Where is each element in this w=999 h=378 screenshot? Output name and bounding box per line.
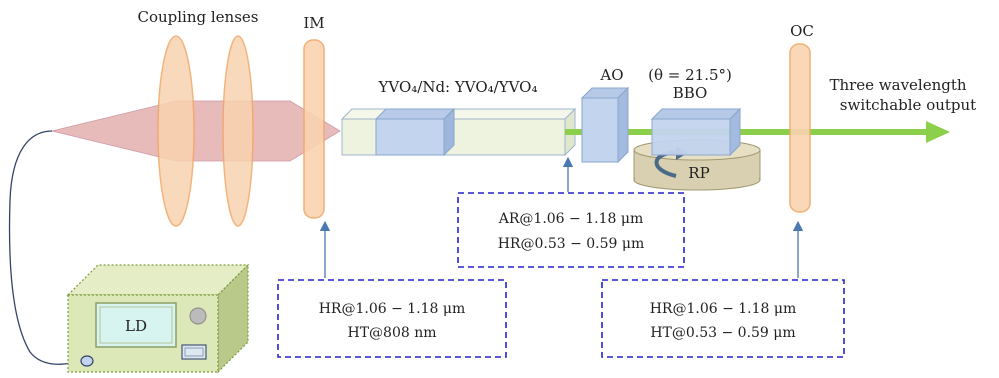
crystal-coating-box xyxy=(457,192,685,268)
im-mirror xyxy=(303,39,325,219)
ao-modulator xyxy=(580,86,630,164)
im-coating-line1: HR@1.06 − 1.18 μm xyxy=(319,301,466,317)
pump-beam xyxy=(51,100,341,162)
coupling-lenses-label: Coupling lenses xyxy=(137,8,258,26)
im-coating-line2: HT@808 nm xyxy=(347,325,436,341)
oc-coating-line2: HT@0.53 − 0.59 μm xyxy=(650,325,795,341)
crystal-coating-line1: AR@1.06 − 1.18 μm xyxy=(498,211,643,227)
theta-label: (θ = 21.5°) xyxy=(648,66,732,84)
coupling-lens-1 xyxy=(157,35,195,227)
oc-coating-box xyxy=(601,279,845,358)
crystal xyxy=(340,107,577,157)
im-coating-box xyxy=(277,279,507,358)
im-label: IM xyxy=(303,14,324,32)
ld-fiber-connector xyxy=(80,355,94,367)
crystal-coating-line2: HR@0.53 − 0.59 μm xyxy=(498,236,645,252)
oc-mirror xyxy=(789,43,811,213)
ld-knob xyxy=(189,307,207,325)
ld-label: LD xyxy=(125,317,147,335)
doped-segment xyxy=(374,108,456,120)
output-label-line2: switchable output xyxy=(840,96,976,114)
oc-coating-line1: HR@1.06 − 1.18 μm xyxy=(650,301,797,317)
ao-label: AO xyxy=(599,66,623,84)
coupling-lens-2 xyxy=(222,35,254,227)
output-label-line1: Three wavelength xyxy=(829,76,966,94)
bbo-crystal xyxy=(650,107,742,157)
ld-unit xyxy=(66,263,250,374)
output-beam-head xyxy=(926,121,950,143)
crystal-label: YVO₄/Nd: YVO₄/YVO₄ xyxy=(377,78,537,96)
bbo-label: BBO xyxy=(673,84,708,102)
fiber-cable xyxy=(8,130,87,365)
rp-label: RP xyxy=(688,164,709,182)
oc-label: OC xyxy=(790,22,814,40)
ld-screen xyxy=(95,302,177,348)
ld-port xyxy=(181,344,207,360)
